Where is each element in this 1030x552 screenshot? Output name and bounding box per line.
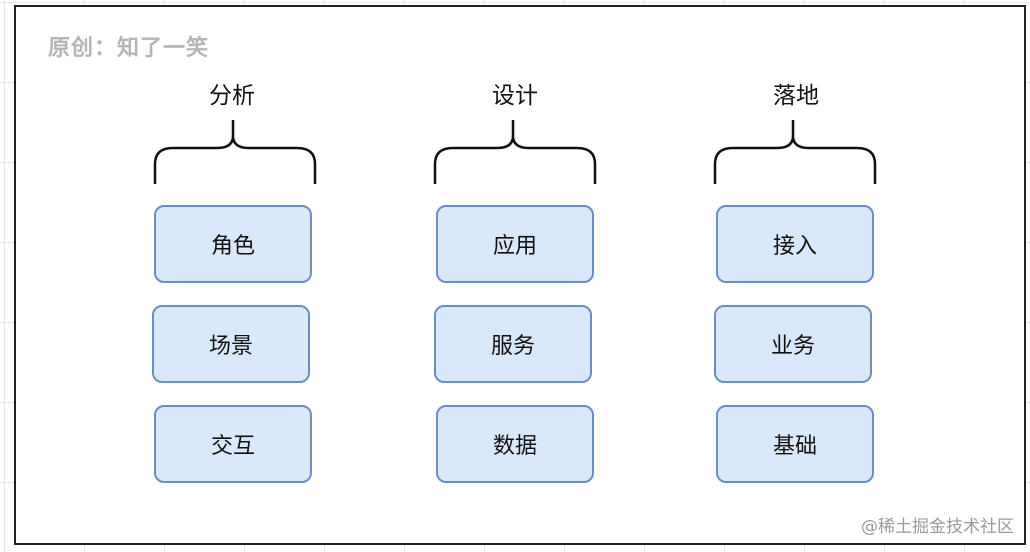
column-title-design: 设计 [492,83,538,109]
site-watermark: @稀土掘金技术社区 [861,517,1014,537]
box-application: 应用 [436,205,594,283]
box-scenario: 场景 [152,305,310,383]
column-title-landing: 落地 [773,83,819,109]
brace-design [433,120,597,184]
author-watermark: 原创：知了一笑 [48,36,210,61]
column-title-analysis: 分析 [209,83,255,109]
box-interaction: 交互 [154,405,312,483]
box-business: 业务 [714,305,872,383]
box-foundation: 基础 [716,405,874,483]
box-role: 角色 [154,205,312,283]
box-data: 数据 [436,405,594,483]
brace-landing [713,120,877,184]
box-access: 接入 [716,205,874,283]
box-service: 服务 [434,305,592,383]
brace-analysis [153,120,317,184]
